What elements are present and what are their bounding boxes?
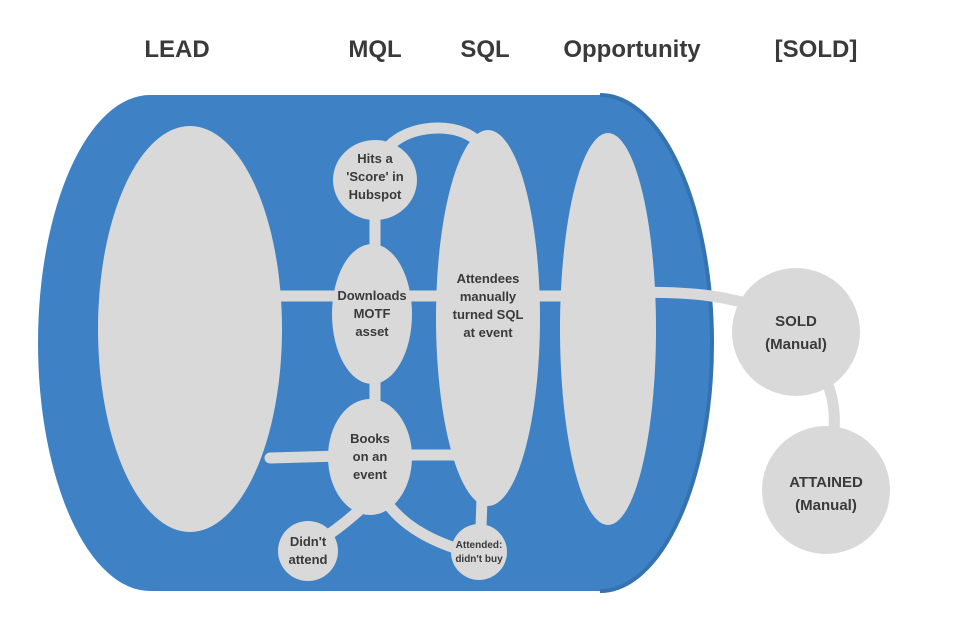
node-attendees-sql-line2: manually [460, 289, 517, 304]
node-downloads-asset-line3: asset [355, 324, 389, 339]
node-attended-didnt-buy: Attended: didn't buy [451, 524, 507, 580]
node-books-event: Books on an event [328, 399, 412, 515]
node-attended-didnt-buy-line1: Attended: [456, 540, 503, 551]
stage-mql-label: MQL [348, 36, 401, 63]
node-attendees-sql-line1: Attendees [457, 271, 520, 286]
opportunity-oval [560, 133, 656, 525]
node-didnt-attend-line1: Didn't [290, 534, 327, 549]
node-downloads-asset-line1: Downloads [337, 288, 406, 303]
node-attendees-sql-line3: turned SQL [453, 307, 524, 322]
node-didnt-attend: Didn't attend [278, 521, 338, 581]
node-attained-manual: ATTAINED (Manual) [762, 426, 890, 554]
stage-opportunity-label: Opportunity [563, 36, 701, 63]
node-hits-score: Hits a 'Score' in Hubspot [333, 140, 417, 220]
stage-sql-label: SQL [460, 36, 509, 63]
node-attendees-sql-line4: at event [463, 325, 513, 340]
node-attained-manual-line2: (Manual) [795, 497, 857, 514]
node-sold-manual-line1: SOLD [775, 313, 817, 330]
node-hits-score-line1: Hits a [357, 151, 393, 166]
node-didnt-attend-line2: attend [289, 552, 328, 567]
stage-lead-label: LEAD [144, 36, 209, 63]
lead-oval [98, 126, 282, 532]
node-attendees-sql: Attendees manually turned SQL at event [453, 271, 524, 340]
sql-oval [436, 130, 540, 506]
node-sold-manual: SOLD (Manual) [732, 268, 860, 396]
node-books-event-line3: event [353, 467, 388, 482]
node-attended-didnt-buy-line2: didn't buy [455, 554, 503, 565]
node-downloads-asset-line2: MOTF [354, 306, 391, 321]
node-hits-score-line3: Hubspot [349, 187, 402, 202]
node-hits-score-line2: 'Score' in [346, 169, 404, 184]
node-downloads-asset: Downloads MOTF asset [332, 244, 412, 384]
node-books-event-line2: on an [353, 449, 388, 464]
node-books-event-line1: Books [350, 431, 390, 446]
node-sold-manual-line2: (Manual) [765, 336, 827, 353]
stage-sold-label: [SOLD] [775, 36, 858, 63]
node-attained-manual-line1: ATTAINED [789, 474, 863, 491]
